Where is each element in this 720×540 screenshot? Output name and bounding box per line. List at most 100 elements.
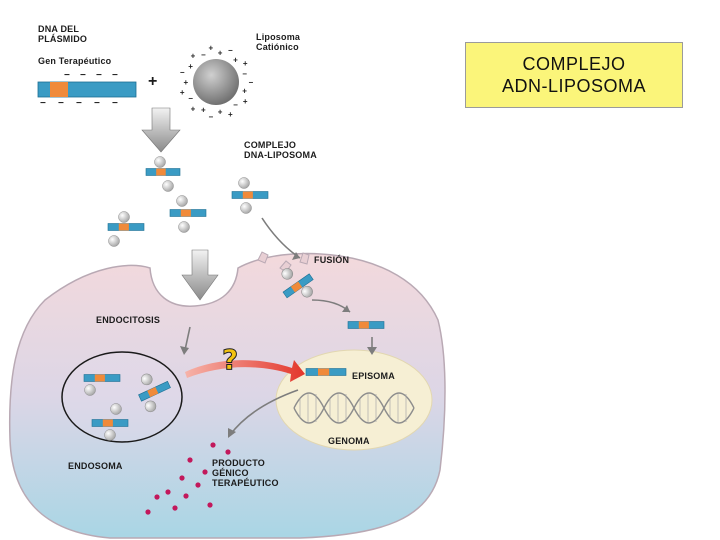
svg-text:−: − <box>112 70 118 81</box>
dna-complex <box>169 195 207 233</box>
dna-complex <box>305 368 347 376</box>
svg-text:+: + <box>209 43 214 52</box>
product-dot <box>187 457 193 463</box>
cationic-liposome: −++−++−++−++−++−++−++− <box>180 43 254 121</box>
dna-complex <box>281 268 314 299</box>
plasmid-label: DNA del Plásmido <box>38 24 87 44</box>
complex-label: COMPLEJO DNA-LIPOSOMA <box>244 140 317 160</box>
therapeutic-gene-label: Gen Terapéutico <box>38 56 112 66</box>
svg-text:−: − <box>188 94 193 103</box>
liposome-label-line2: Catiónico <box>256 42 299 52</box>
arrow-heads <box>180 252 377 438</box>
product-label-line2: GÉNICO <box>212 468 249 478</box>
svg-text:+: + <box>233 55 238 64</box>
complex-label-line1: COMPLEJO <box>244 140 297 150</box>
dna-complex <box>91 403 129 441</box>
liposome-bead <box>84 384 96 396</box>
liposome-bead <box>144 400 157 413</box>
svg-text:−: − <box>96 70 102 81</box>
product-dot <box>210 442 216 448</box>
liposome-label-line1: Liposoma <box>256 32 301 42</box>
liposome-bead <box>162 180 174 192</box>
product-dot <box>172 505 178 511</box>
dna-complex <box>138 373 171 413</box>
svg-text:−: − <box>40 98 46 109</box>
product-dot <box>145 509 151 515</box>
product-dot <box>225 449 231 455</box>
plasmid-dna: −−−− −−−−− <box>37 70 137 109</box>
svg-text:−: − <box>64 70 70 81</box>
gene-therapy-diagram: −−−− −−−−− −++−++−++−++−++−++−++− <box>8 43 446 539</box>
liposome-bead <box>110 403 122 415</box>
product-label-line1: PRODUCTO <box>212 458 265 468</box>
liposome-bead <box>238 177 250 189</box>
svg-text:−: − <box>201 51 206 60</box>
plasmid-label-line1: DNA del <box>38 24 80 34</box>
liposome-bead <box>118 211 130 223</box>
svg-text:−: − <box>249 78 254 87</box>
endosome <box>61 351 183 443</box>
product-label-line3: TERAPÉUTICO <box>212 478 279 488</box>
svg-text:+: + <box>228 110 233 119</box>
svg-text:−: − <box>233 101 238 110</box>
genome-label: GENOMA <box>328 436 370 446</box>
cell-membrane <box>8 252 446 539</box>
endocytosis-label: ENDOCITOSIS <box>96 315 161 325</box>
dna-liposome-complexes <box>83 156 385 441</box>
svg-text:+: + <box>191 52 196 61</box>
svg-text:+: + <box>201 105 206 114</box>
svg-text:+: + <box>180 88 185 97</box>
svg-text:−: − <box>58 98 64 109</box>
dna-complex <box>231 177 269 214</box>
title-box: COMPLEJO ADN-LIPOSOMA <box>465 42 683 108</box>
product-dot <box>179 475 185 481</box>
dna-complex <box>83 374 121 396</box>
svg-text:−: − <box>242 70 247 79</box>
product-dot <box>207 502 213 508</box>
therapeutic-product-dots <box>145 442 231 515</box>
product-dot <box>154 494 160 500</box>
dna-complex <box>347 321 385 329</box>
membrane-ruffles <box>257 251 310 273</box>
complex-label-line2: DNA-LIPOSOMA <box>244 150 317 160</box>
product-label: PRODUCTO GÉNICO TERAPÉUTICO <box>212 458 279 488</box>
endocytosis-arrow <box>181 249 219 301</box>
liposome-label: Liposoma Catiónico <box>256 32 300 52</box>
liposome-bead <box>104 429 116 441</box>
svg-text:−: − <box>76 98 82 109</box>
svg-text:+: + <box>191 105 196 114</box>
svg-text:+: + <box>243 97 248 106</box>
liposome-bead <box>141 373 153 386</box>
uptake-arrow <box>141 107 181 153</box>
svg-text:−: − <box>94 98 100 109</box>
svg-text:+: + <box>242 87 247 96</box>
svg-text:−: − <box>180 68 185 77</box>
product-dot <box>183 493 189 499</box>
svg-text:+: + <box>184 78 189 87</box>
liposome-bead <box>108 235 120 247</box>
fusion-label: FUSIÓN <box>314 255 350 265</box>
svg-text:−: − <box>209 113 214 122</box>
title-line1: COMPLEJO <box>522 54 626 74</box>
product-dot <box>165 489 171 495</box>
genome-helix <box>293 392 415 424</box>
liposome-bead <box>154 156 166 168</box>
dna-complex <box>145 156 181 192</box>
dna-complex <box>107 211 145 247</box>
product-dot <box>202 469 208 475</box>
endosome-label: ENDOSOMA <box>68 461 123 471</box>
svg-text:−: − <box>112 98 118 109</box>
question-arrow <box>185 360 305 382</box>
svg-text:+: + <box>218 108 223 117</box>
plus-sign: + <box>148 73 158 90</box>
svg-text:+: + <box>188 62 193 71</box>
title-line2: ADN-LIPOSOMA <box>501 76 647 96</box>
liposome-bead <box>301 285 313 298</box>
svg-text:+: + <box>218 48 223 57</box>
liposome-bead <box>178 221 190 233</box>
question-mark: ? <box>221 343 239 376</box>
liposome-bead <box>281 268 294 280</box>
svg-text:−: − <box>80 70 86 81</box>
svg-text:+: + <box>243 59 248 68</box>
svg-text:−: − <box>228 46 233 55</box>
